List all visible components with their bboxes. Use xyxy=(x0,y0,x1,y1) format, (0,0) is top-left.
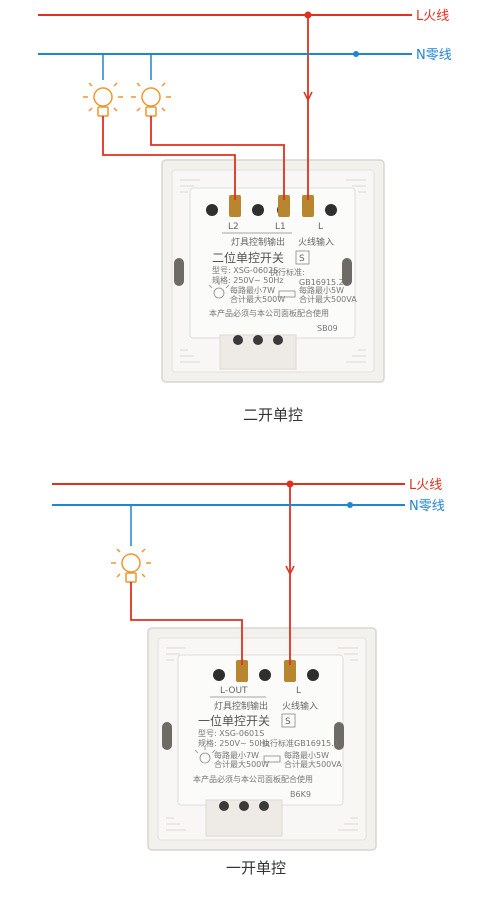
spec-left-2: 合计最大500W xyxy=(230,294,285,304)
usage-note: 本产品必须与本公司面板配合使用 xyxy=(209,308,329,318)
caption-two-gang: 二开单控 xyxy=(243,406,303,424)
rating-text: 规格: 250V~ 50Hz xyxy=(198,738,270,748)
standard-text: GB16915.2 xyxy=(299,278,344,287)
input-label: 火线输入 xyxy=(282,700,318,712)
terminal-label-l: L xyxy=(296,686,301,696)
standard-text: GB16915.2 xyxy=(294,739,339,748)
terminal-screw xyxy=(229,195,241,217)
ballast-symbol-icon xyxy=(263,755,281,763)
output-label: 灯具控制输出 xyxy=(214,700,268,712)
terminal-label-l: L xyxy=(318,222,323,232)
rating-text: 规格: 250V~ 50Hz xyxy=(212,275,284,285)
usage-note: 本产品必须与本公司面板配合使用 xyxy=(193,774,313,784)
part-code: B6K9 xyxy=(290,790,311,799)
terminal-row xyxy=(206,195,337,217)
input-label: 火线输入 xyxy=(298,236,334,248)
terminal-label-l2: L2 xyxy=(228,222,239,232)
spec-left-1: 每路最小7W xyxy=(230,285,275,295)
terminal-screw xyxy=(278,195,290,217)
switch-back-panel xyxy=(147,627,377,851)
terminal-screw xyxy=(236,660,248,682)
load-wire-lout xyxy=(130,582,243,665)
neutral-wire-label: N零线 xyxy=(416,48,452,63)
caption-one-gang: 一开单控 xyxy=(226,859,286,877)
product-title: 二位单控开关 xyxy=(212,250,284,265)
live-wire-label: L火线 xyxy=(409,478,442,493)
spec-left-2: 合计最大500W xyxy=(214,759,269,769)
bulb-icon xyxy=(83,82,123,117)
terminal-label-lout: L-OUT xyxy=(220,686,248,696)
spec-right-2: 合计最大500VA xyxy=(284,759,342,769)
diagram-one-gang: L-OUT L 灯具控制输出 火线输入 一位单控开关 S 型号: XSG-060… xyxy=(52,478,445,877)
spec-right-2: 合计最大500VA xyxy=(299,294,357,304)
standard-label: 执行标准: xyxy=(262,738,297,748)
diagram-two-gang: L2 L1 L 灯具控制输出 火线输入 二位单控开关 S 型号: XSG-060… xyxy=(38,9,452,424)
arrow-down-icon xyxy=(285,565,295,576)
spec-right-1: 每路最小5W xyxy=(284,750,329,760)
load-wire-l1 xyxy=(150,116,285,200)
switch-back-panel xyxy=(161,159,385,383)
product-title: 一位单控开关 xyxy=(198,713,270,728)
standard-label: 执行标准: xyxy=(270,267,305,277)
neutral-wire-label: N零线 xyxy=(409,499,445,514)
badge: S xyxy=(285,717,291,727)
terminal-screw xyxy=(284,660,296,682)
lamp-symbol-icon xyxy=(208,281,230,299)
live-wire-label: L火线 xyxy=(416,9,449,24)
terminal-row xyxy=(213,660,319,682)
bulb-icon xyxy=(111,548,151,583)
spec-right-1: 每路最小5W xyxy=(299,285,344,295)
terminal-screw xyxy=(302,195,314,217)
part-code: SB09 xyxy=(317,324,338,333)
lamp-symbol-icon xyxy=(194,746,216,764)
badge: S xyxy=(299,254,305,264)
arrow-down-icon xyxy=(303,91,313,102)
terminal-label-l1: L1 xyxy=(275,222,286,232)
output-label: 灯具控制输出 xyxy=(231,236,285,248)
spec-left-1: 每路最小7W xyxy=(214,750,259,760)
model-text: 型号: XSG-0601S xyxy=(198,729,264,738)
bulb-icon xyxy=(131,82,171,117)
model-text: 型号: XSG-0602S xyxy=(212,266,278,275)
ballast-symbol-icon xyxy=(278,290,296,298)
load-wire-l2 xyxy=(102,116,236,200)
